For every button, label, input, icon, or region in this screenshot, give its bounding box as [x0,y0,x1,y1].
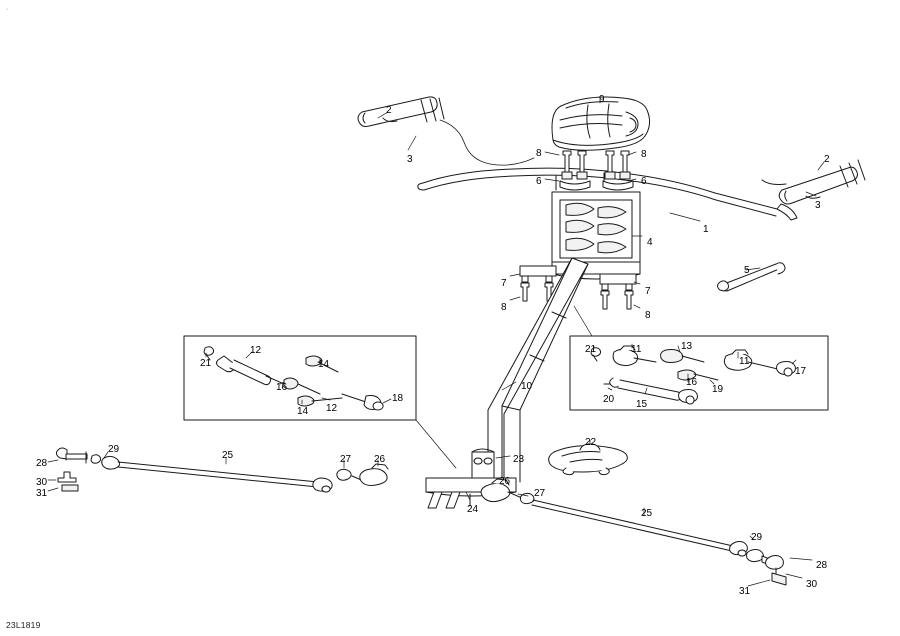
clamp-left [519,265,557,302]
riser-block [551,191,641,280]
callout-2-left: 2 [386,105,392,116]
callout-1: 1 [703,224,709,235]
callout-13: 13 [681,341,693,352]
callout-15: 15 [636,399,648,410]
tie-rod-lower [480,478,787,586]
inset-box-right [569,335,829,411]
callout-26-a: 26 [374,454,386,465]
corner-mark: · [6,6,9,13]
callout-29-b: 29 [751,532,763,543]
callout-20: 20 [603,394,615,405]
callout-4: 4 [647,237,653,248]
callout-8-b: 8 [641,149,647,160]
callout-27-b: 27 [534,488,546,499]
console-cover [551,96,651,151]
callout-31-b: 31 [739,586,751,597]
bracket-22 [548,443,628,476]
callout-19: 19 [712,384,724,395]
callout-10: 10 [521,381,533,392]
tie-rod-upper [55,447,389,493]
callout-12-a: 12 [250,345,262,356]
callout-25-b: 25 [641,508,653,519]
support-bar-5 [717,262,786,292]
callout-16-b: 16 [686,377,698,388]
callout-30-a: 30 [36,477,48,488]
callout-6-a: 6 [536,176,542,187]
left-grip-assembly [357,96,535,166]
callout-25-a: 25 [222,450,234,461]
clamp-right [599,273,637,310]
callout-29-a: 29 [108,444,120,455]
callout-2-right: 2 [824,154,830,165]
callout-22: 22 [585,437,597,448]
callout-8-d: 8 [645,310,651,321]
fastener-group-upper-right [602,150,634,191]
callout-7-a: 7 [501,278,507,289]
callout-24: 24 [467,504,479,515]
callout-30-b: 30 [806,579,818,590]
callout-26-b: 26 [499,476,511,487]
callout-14-a: 14 [318,359,330,370]
callout-23: 23 [513,454,525,465]
callout-3-right: 3 [815,200,821,211]
callout-11-a: 11 [631,344,642,355]
fastener-group-upper-left [559,150,591,191]
callout-16-a: 16 [276,382,288,393]
callout-11-b: 11 [739,356,750,367]
callout-9: 9 [599,94,605,105]
drawing-code: 23L1819 [6,620,41,630]
inset-box-left [183,335,417,421]
callout-7-b: 7 [645,286,651,297]
callout-17: 17 [795,366,807,377]
callout-5: 5 [744,265,750,276]
callout-8-a: 8 [536,148,542,159]
right-grip-assembly [761,159,866,205]
callout-6-b: 6 [641,176,647,187]
callout-12-b: 12 [326,403,338,414]
callout-18: 18 [392,393,404,404]
callout-3-left: 3 [407,154,413,165]
callout-14-b: 14 [297,406,309,417]
callout-27-a: 27 [340,454,352,465]
callout-8-c: 8 [501,302,507,313]
callout-31-a: 31 [36,488,48,499]
handlebar [417,167,798,221]
callout-21-a: 21 [200,358,212,369]
callout-28-a: 28 [36,458,48,469]
callout-28-b: 28 [816,560,828,571]
callout-21-b: 21 [585,344,597,355]
